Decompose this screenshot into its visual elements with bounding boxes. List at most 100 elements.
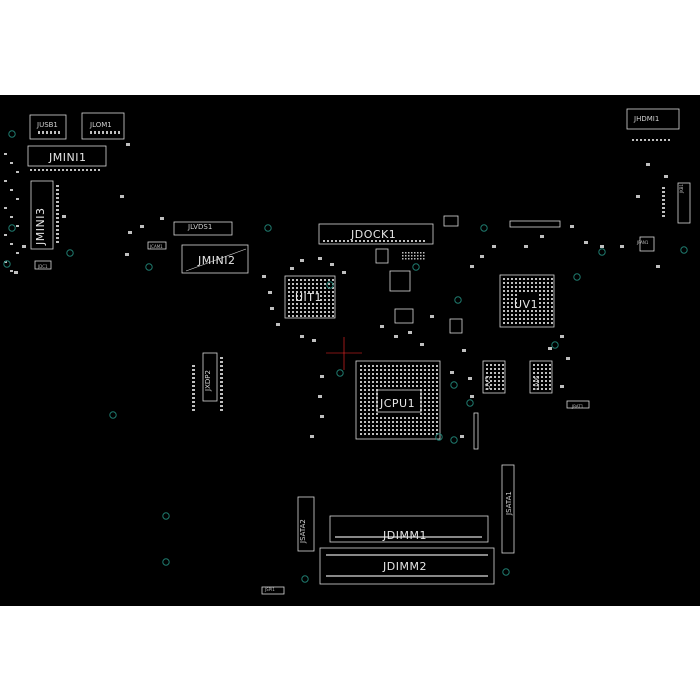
bga-ball [384, 429, 386, 431]
passive-component [125, 253, 129, 256]
connector-pad [363, 240, 365, 242]
label-jcpu1[interactable]: JCPU1 [380, 397, 416, 410]
label-jusb1[interactable]: JUSB1 [37, 121, 58, 129]
passive-component [342, 271, 346, 274]
label-jsata2[interactable]: JSATA2 [299, 519, 307, 543]
bga-ball [531, 322, 533, 324]
bga-ball [380, 417, 382, 419]
bga-ball [400, 369, 402, 371]
bga-ball [424, 365, 426, 367]
chip-uv5-outline [482, 360, 506, 394]
bga-ball [424, 421, 426, 423]
bga-ball [372, 397, 374, 399]
label-jmini1[interactable]: JMINI1 [49, 151, 87, 164]
bga-ball [296, 307, 298, 309]
label-jbat1[interactable]: JBAT1 [572, 404, 584, 409]
bga-ball [408, 369, 410, 371]
bga-ball [515, 310, 517, 312]
bga-ball [543, 298, 545, 300]
label-uv1[interactable]: UV1 [514, 298, 539, 311]
bga-ball [416, 377, 418, 379]
label-jfan1[interactable]: JFAN1 [637, 240, 649, 245]
bga-ball [376, 381, 378, 383]
bga-ball [320, 311, 322, 313]
bga-ball [502, 368, 504, 370]
edge-pad [10, 189, 13, 191]
label-jmini3[interactable]: JMINI3 [34, 207, 47, 245]
bga-ball [420, 369, 422, 371]
bga-ball [541, 380, 543, 382]
bga-ball [420, 365, 422, 367]
label-jlvds1[interactable]: JLVDS1 [188, 223, 213, 231]
bga-ball [360, 413, 362, 415]
connector-pad [56, 201, 59, 203]
label-jcam1[interactable]: JCAM1 [150, 244, 163, 249]
bga-ball [502, 384, 504, 386]
bga-ball [416, 417, 418, 419]
label-jdock1[interactable]: JDOCK1 [351, 228, 397, 241]
label-uit1[interactable]: UIT1 [295, 291, 323, 304]
passive-component [160, 217, 164, 220]
pcb-board-view[interactable]: JUSB1 JLOM1 JHDMI1 JMINI1 JMINI3 JMINI2 … [0, 95, 700, 606]
bga-ball [392, 417, 394, 419]
bga-ball [432, 365, 434, 367]
bga-ball [424, 373, 426, 375]
bga-ball [503, 282, 505, 284]
bga-ball [515, 314, 517, 316]
passive-component [470, 395, 474, 398]
label-jsata1[interactable]: JSATA1 [505, 491, 513, 515]
bga-ball [436, 365, 438, 367]
connector-pad [399, 240, 401, 242]
bga-ball [304, 315, 306, 317]
connector-pad [62, 169, 64, 171]
label-jdimm1[interactable]: JDIMM1 [383, 529, 427, 542]
bga-ball [551, 294, 553, 296]
bga-ball [531, 314, 533, 316]
label-uv6[interactable]: UV6 [533, 375, 541, 390]
edge-pad [16, 171, 19, 173]
bga-ball [368, 389, 370, 391]
label-uv5[interactable]: UV5 [484, 375, 492, 390]
bga-ball [292, 307, 294, 309]
bga-ball [539, 314, 541, 316]
bga-ball [417, 252, 419, 254]
connector-pad [192, 385, 195, 387]
label-jlom1[interactable]: JLOM1 [90, 121, 112, 129]
label-jdimm2[interactable]: JDIMM2 [383, 560, 427, 573]
bga-ball [531, 290, 533, 292]
bga-ball [404, 425, 406, 427]
connector-pad [335, 240, 337, 242]
bga-ball [328, 311, 330, 313]
bga-ball [304, 283, 306, 285]
bga-ball [420, 381, 422, 383]
bga-ball [543, 314, 545, 316]
bga-ball [324, 287, 326, 289]
label-jkb1[interactable]: JKB1 [679, 183, 684, 193]
connector-pad [662, 187, 665, 189]
bga-ball [494, 372, 496, 374]
edge-pad [4, 261, 7, 263]
bga-ball [424, 429, 426, 431]
label-jdc1[interactable]: JDC1 [38, 264, 48, 269]
passive-component [270, 307, 274, 310]
mounting-via [551, 341, 559, 349]
label-jmini2[interactable]: JMINI2 [198, 254, 236, 267]
bga-ball [380, 365, 382, 367]
mounting-via [162, 558, 170, 566]
mounting-via [454, 296, 462, 304]
bga-ball [547, 306, 549, 308]
label-jhdmi1[interactable]: JHDMI1 [634, 115, 660, 123]
connector-pad [383, 240, 385, 242]
connector-pad [220, 397, 223, 399]
passive-component [566, 357, 570, 360]
bga-ball [324, 311, 326, 313]
connector-pad [192, 369, 195, 371]
bga-ball [396, 373, 398, 375]
bga-ball [549, 376, 551, 378]
label-jspi1[interactable]: JSPI1 [265, 587, 275, 592]
bga-ball [376, 373, 378, 375]
bga-ball [308, 311, 310, 313]
bga-ball [417, 258, 419, 260]
bga-ball [503, 294, 505, 296]
label-jxdp2[interactable]: JXDP2 [204, 370, 212, 391]
